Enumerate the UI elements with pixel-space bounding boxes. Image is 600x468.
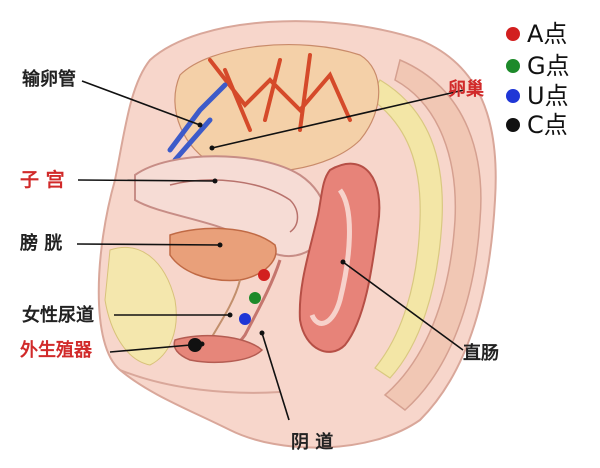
- label-ovary: 卵巢: [448, 79, 484, 100]
- legend-item-c: C点: [506, 111, 568, 139]
- pubic-fat: [104, 246, 177, 366]
- blue-dot-icon: [506, 89, 520, 103]
- leader-vulva: [109, 343, 203, 353]
- legend-label: A点: [527, 20, 568, 48]
- bladder-shape: [169, 227, 277, 282]
- blood-vessels-blue: [167, 82, 228, 163]
- abdominal-wall: [383, 58, 482, 411]
- legend-item-a: A点: [506, 20, 567, 48]
- legend-item-g: G点: [506, 52, 570, 80]
- black-dot-icon: [506, 118, 520, 132]
- leader-lines: [76, 80, 465, 421]
- label-vagina: 阴 道: [291, 432, 334, 453]
- c-point-marker: [188, 338, 202, 352]
- urethra-canal: [209, 279, 241, 341]
- rectum-lumen: [309, 188, 352, 326]
- label-vulva: 外生殖器: [20, 340, 92, 361]
- leader-ovary: [211, 89, 465, 149]
- label-bladder: 膀 胱: [20, 233, 63, 254]
- thigh-contour: [119, 369, 281, 394]
- label-fallopian-tube: 输卵管: [22, 69, 76, 90]
- u-point-marker: [239, 313, 251, 325]
- g-point-marker: [249, 292, 261, 304]
- legend-label: C点: [527, 111, 568, 139]
- label-uterus: 子 宫: [20, 169, 65, 191]
- a-point-marker: [258, 269, 270, 281]
- legend-label: U点: [527, 82, 569, 110]
- leader-bladder: [76, 243, 221, 246]
- green-dot-icon: [506, 59, 520, 73]
- leader-rectum: [342, 261, 464, 351]
- legend-item-u: U点: [506, 82, 569, 110]
- blood-vessels-red: [208, 53, 352, 132]
- leader-fallopian-tube: [81, 80, 201, 126]
- leader-uterus: [77, 179, 216, 182]
- label-rectum: 直肠: [463, 343, 499, 364]
- red-dot-icon: [506, 27, 520, 41]
- leader-vagina: [261, 332, 290, 421]
- fat-layer: [369, 79, 443, 379]
- legend-label: G点: [527, 52, 570, 80]
- rectum-shape: [298, 162, 381, 353]
- label-urethra: 女性尿道: [22, 305, 94, 326]
